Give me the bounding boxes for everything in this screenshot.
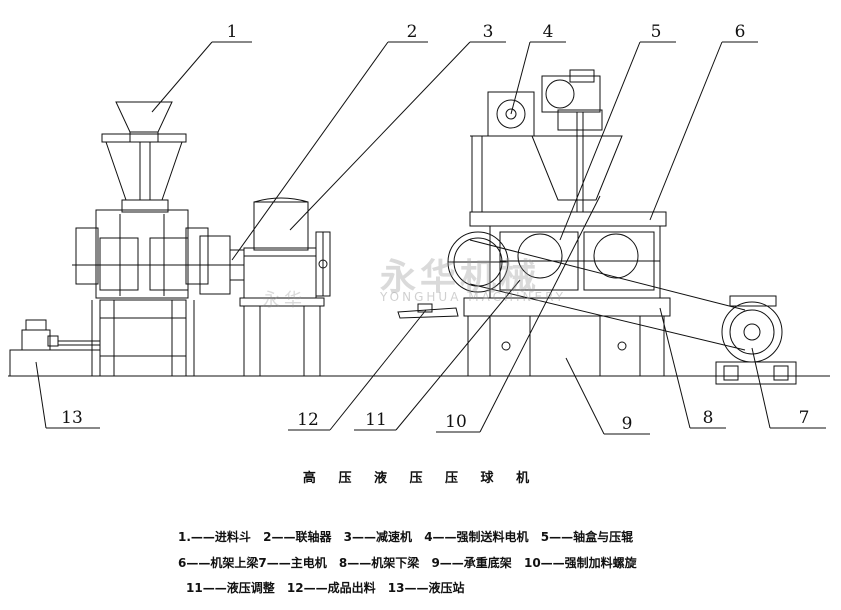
machine-drawing: 1 2 3 4 5 6 7 8 9 10 11 12 13	[8, 22, 830, 435]
watermark-small: 永华	[262, 290, 306, 311]
legend-item: 10——强制加料螺旋	[523, 556, 637, 570]
left-base-frame	[91, 299, 195, 377]
legend-line-3: 11——液压调整 12——成品出料 13——液压站	[186, 579, 472, 596]
bearing-base	[467, 315, 665, 377]
callout-numbers: 1 2 3 4 5 6 7 8 9 10 11 12 13	[61, 22, 809, 434]
legend-item: 2——联轴器	[263, 530, 332, 544]
product-discharge	[397, 303, 459, 319]
reducer	[239, 197, 331, 377]
callout-9: 9	[622, 414, 633, 434]
callout-11: 11	[365, 410, 387, 430]
legend-item: 11——液压调整	[186, 581, 275, 595]
callout-2: 2	[407, 22, 418, 42]
legend-item: 1.——进料斗	[178, 530, 251, 544]
callout-1: 1	[227, 22, 238, 42]
callout-5: 5	[651, 22, 662, 42]
legend-line-1: 1.——进料斗 2——联轴器 3——减速机 4——强制送料电机 5——轴盒与压辊	[178, 528, 641, 545]
roller-housing	[72, 209, 212, 299]
feed-screw	[531, 112, 623, 212]
callout-7: 7	[799, 408, 810, 428]
callout-13: 13	[61, 408, 83, 428]
callout-6: 6	[735, 22, 746, 42]
watermark-sub: YONGHUA MACHINERY	[380, 290, 566, 304]
legend-item: 3——减速机	[343, 530, 413, 544]
right-view	[397, 69, 797, 385]
legend-item: 9——承重底架	[431, 556, 512, 570]
legend-item: 6——机架上梁7——主电机	[178, 556, 327, 570]
diagram-title: 高 压 液 压 压 球 机	[302, 471, 539, 486]
left-view	[9, 101, 331, 377]
legend-line-2: 6——机架上梁7——主电机 8——机架下梁 9——承重底架 10——强制加料螺旋	[178, 554, 645, 571]
watermark-main: 永华机械	[380, 257, 541, 298]
callout-10: 10	[445, 412, 467, 432]
legend-item: 4——强制送料电机	[424, 530, 529, 544]
feeding-motor	[470, 69, 620, 137]
legend-item: 5——轴盒与压辊	[540, 530, 634, 544]
legend-item: 13——液压站	[387, 581, 465, 595]
callout-12: 12	[297, 410, 319, 430]
flywheel	[447, 231, 509, 293]
feed-hopper	[101, 101, 187, 213]
legend-item: 8——机架下梁	[338, 556, 420, 570]
leader-lines	[35, 41, 826, 435]
coupling	[199, 235, 244, 295]
main-motor	[715, 295, 797, 385]
callout-3: 3	[483, 22, 494, 42]
callout-4: 4	[543, 22, 554, 42]
callout-8: 8	[703, 408, 714, 428]
hydraulic-station	[9, 310, 101, 377]
legend-item: 12——成品出料	[286, 581, 376, 595]
